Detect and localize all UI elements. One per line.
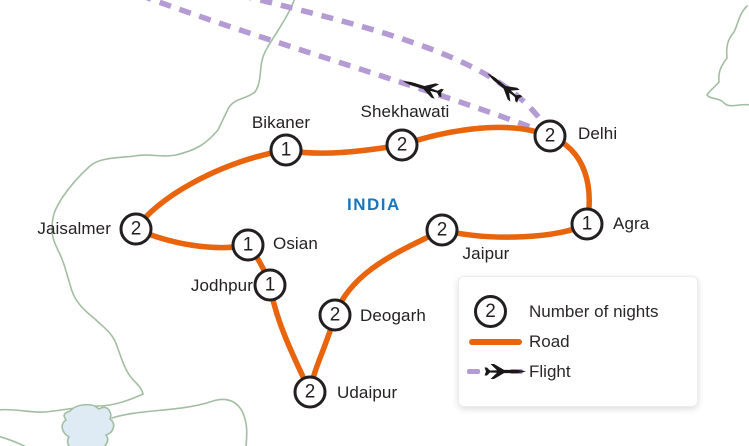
legend-label-flight: Flight xyxy=(529,361,571,381)
city-label-agra: Agra xyxy=(613,214,650,233)
airplane-icon xyxy=(402,81,444,99)
city-label-osian: Osian xyxy=(273,234,318,253)
nights-marker-sample: 2 xyxy=(474,295,507,328)
city-label-udaipur: Udaipur xyxy=(337,383,398,402)
flight-line-west xyxy=(145,0,550,137)
city-label-delhi: Delhi xyxy=(578,124,618,143)
city-label-jodhpur: Jodhpur xyxy=(190,276,253,295)
legend-label-nights: Number of nights xyxy=(529,301,659,321)
night-marker-jaisalmer: 2 xyxy=(119,212,153,246)
night-marker-agra: 1 xyxy=(570,207,604,241)
night-marker-deogarh: 2 xyxy=(318,298,352,332)
city-label-deogarh: Deogarh xyxy=(360,306,426,325)
legend-row-nights: 2 Number of nights xyxy=(459,295,697,328)
city-label-jaisalmer: Jaisalmer xyxy=(37,219,111,238)
flight-dash-left xyxy=(467,369,480,374)
night-marker-delhi: 2 xyxy=(533,119,567,153)
road-line-sample xyxy=(469,338,522,345)
night-marker-udaipur: 2 xyxy=(293,375,327,409)
city-label-jaipur: Jaipur xyxy=(462,244,510,263)
legend-box: 2 Number of nights Road Flight xyxy=(458,276,698,407)
airplane-icon xyxy=(487,73,523,103)
lake-shape xyxy=(61,403,115,446)
flight-lines xyxy=(145,0,552,137)
airplane-icon xyxy=(484,364,526,379)
legend-label-road: Road xyxy=(529,331,570,351)
region-label-india: INDIA xyxy=(347,195,401,214)
night-marker-osian: 1 xyxy=(231,228,265,262)
night-marker-jaipur: 2 xyxy=(425,213,459,247)
city-label-bikaner: Bikaner xyxy=(251,113,311,132)
legend-row-flight: Flight xyxy=(459,355,697,388)
night-marker-jodhpur: 1 xyxy=(253,268,287,302)
flight-line-east xyxy=(248,0,552,134)
city-label-shekhawati: Shekhawati xyxy=(360,102,450,121)
night-marker-bikaner: 1 xyxy=(269,133,303,167)
legend-row-road: Road xyxy=(459,325,697,358)
night-marker-shekhawati: 2 xyxy=(385,128,419,162)
